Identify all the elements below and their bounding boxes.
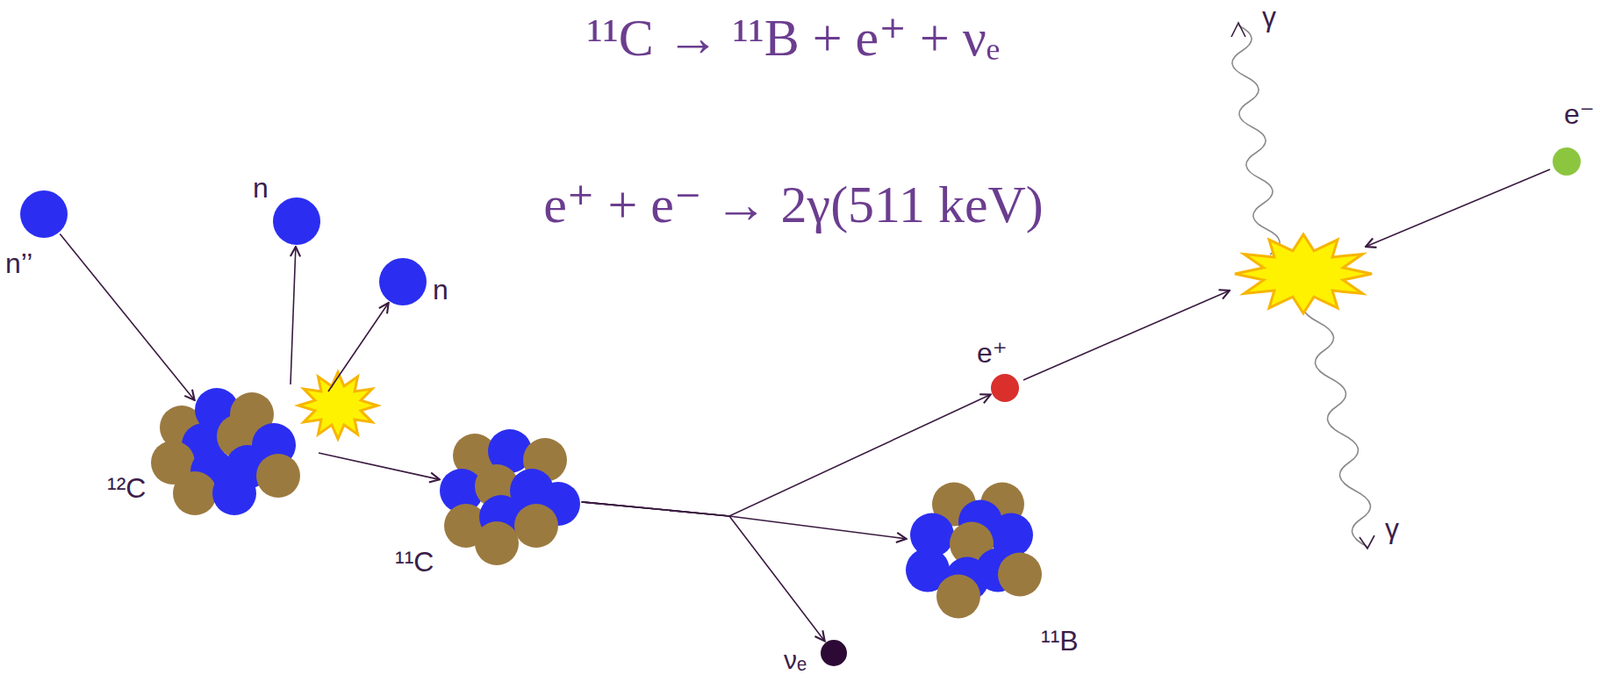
proton-ball — [256, 453, 301, 498]
particle-shape — [20, 190, 68, 238]
particle-shape — [820, 639, 847, 667]
nucleus-cluster: ¹¹B — [901, 475, 1051, 621]
neutron-ball: n — [379, 258, 427, 306]
reaction-arrow — [59, 234, 194, 402]
reaction-arrow — [328, 302, 389, 392]
nucleus-shape — [146, 379, 323, 520]
particle-circle — [272, 197, 321, 245]
particle-label: ¹¹C — [394, 545, 434, 579]
neutron-ball — [212, 471, 257, 516]
particle-shape — [1552, 147, 1581, 176]
reaction-arrow — [581, 394, 991, 517]
gamma-label: γ — [1384, 513, 1400, 545]
reaction-arrow — [581, 502, 907, 539]
particle-circle — [20, 190, 68, 238]
annihilation-flash — [1234, 234, 1372, 314]
particle-circle — [820, 639, 847, 667]
particle-label: e⁻ — [1564, 98, 1595, 131]
electron-ball: e⁻ — [1552, 147, 1581, 176]
proton-ball — [514, 503, 559, 548]
particle-label: e⁺ — [976, 337, 1008, 370]
decay-equation: ¹¹C → ¹¹B + e⁺ + νₑ — [587, 8, 1000, 67]
neutron-ball: n — [272, 197, 321, 245]
particle-shape — [990, 373, 1019, 402]
nucleus-cluster: ¹¹C — [435, 424, 585, 566]
reaction-arrow — [581, 502, 826, 642]
electron-track — [1365, 169, 1550, 247]
reaction-arrow — [318, 452, 440, 480]
reaction-arrow — [290, 246, 296, 385]
gamma-wave — [1232, 25, 1280, 255]
neutrino-ball: νₑ — [820, 639, 847, 667]
positron-ball: e⁺ — [990, 373, 1019, 402]
particle-circle — [379, 258, 427, 306]
particle-label: ¹²C — [107, 472, 146, 505]
annihilation-equation: e⁺ + e⁻ → 2γ(511 keV) — [543, 175, 1044, 234]
particle-shape — [379, 258, 427, 306]
particle-label: ¹¹B — [1040, 624, 1079, 658]
gamma-arrowhead — [1359, 535, 1375, 549]
proton-ball — [172, 471, 217, 516]
proton-ball — [474, 521, 519, 566]
gamma-label: γ — [1262, 1, 1277, 33]
positron-track — [1023, 290, 1230, 381]
particle-circle — [990, 373, 1019, 402]
nucleus-cluster: ¹²C — [146, 379, 323, 520]
gamma-arrowhead — [1231, 22, 1246, 37]
particle-circle — [1552, 147, 1581, 176]
proton-ball — [997, 552, 1042, 596]
nucleus-shape — [435, 424, 585, 566]
collision-flash — [298, 372, 378, 439]
neutron-ball: n’’ — [20, 190, 68, 238]
particle-label: n — [252, 172, 269, 205]
particle-label: n — [432, 273, 449, 307]
nucleus-shape — [901, 475, 1051, 621]
particle-shape — [272, 197, 321, 245]
proton-ball — [936, 573, 981, 618]
gamma-wave — [1303, 294, 1371, 547]
particle-label: νₑ — [783, 645, 807, 676]
particle-label: n’’ — [5, 247, 33, 280]
